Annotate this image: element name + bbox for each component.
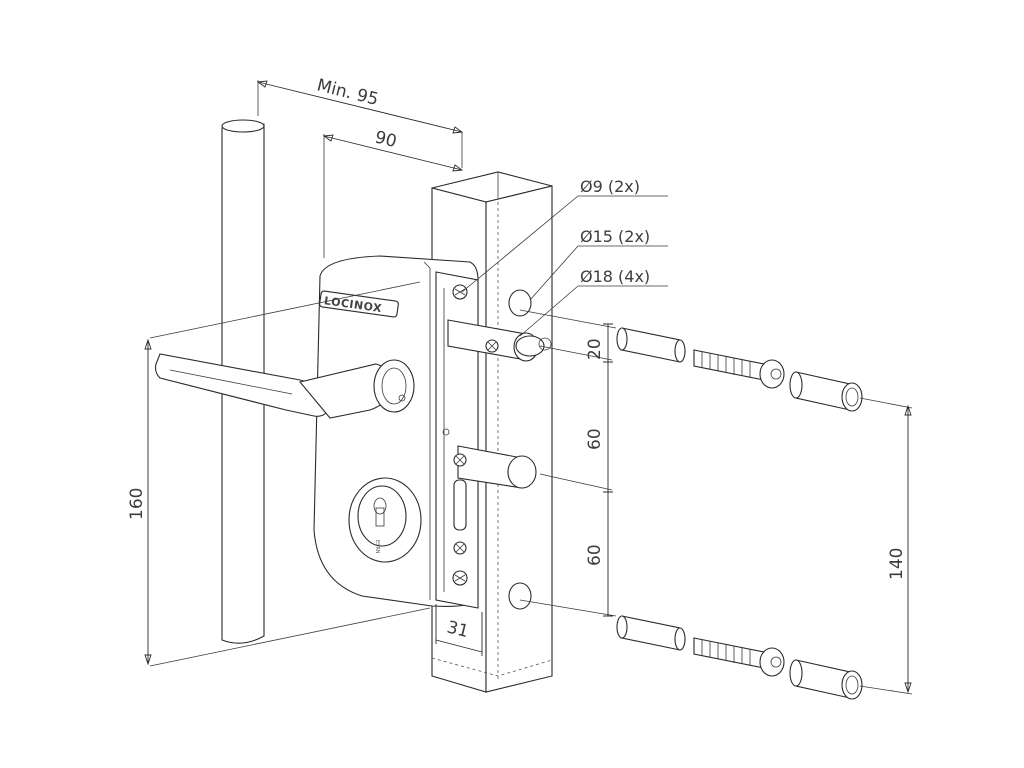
callout-d18: Ø18 (4x) [580,267,650,286]
screw-icon [442,284,499,586]
dim-60-upper: 60 [585,428,605,450]
dim-20: 20 [585,338,605,360]
fixing-set-top [616,327,863,412]
cylinder-mark: ESRN [374,540,380,554]
dim-140: 140 [887,548,907,580]
logo-plate [319,290,399,318]
projection-lines [149,80,913,695]
lever-handle-icon [154,353,415,419]
face-plate [435,271,479,609]
dim-160: 160 [127,488,147,520]
cylinder-lock-icon: ESRN [348,477,422,563]
dim-90: 90 [373,127,399,152]
dim-min-95: Min. 95 [315,75,381,110]
dim-60-lower: 60 [585,544,605,566]
fixing-set-bottom [616,615,863,700]
tube-hole-bottom [508,582,532,610]
latch-bolts [447,319,552,531]
callout-d15: Ø15 (2x) [580,227,650,246]
dimension-lines [144,80,912,694]
tube-hole-top [508,289,532,317]
callout-leaders [461,195,668,337]
callout-d9: Ø9 (2x) [580,177,640,196]
